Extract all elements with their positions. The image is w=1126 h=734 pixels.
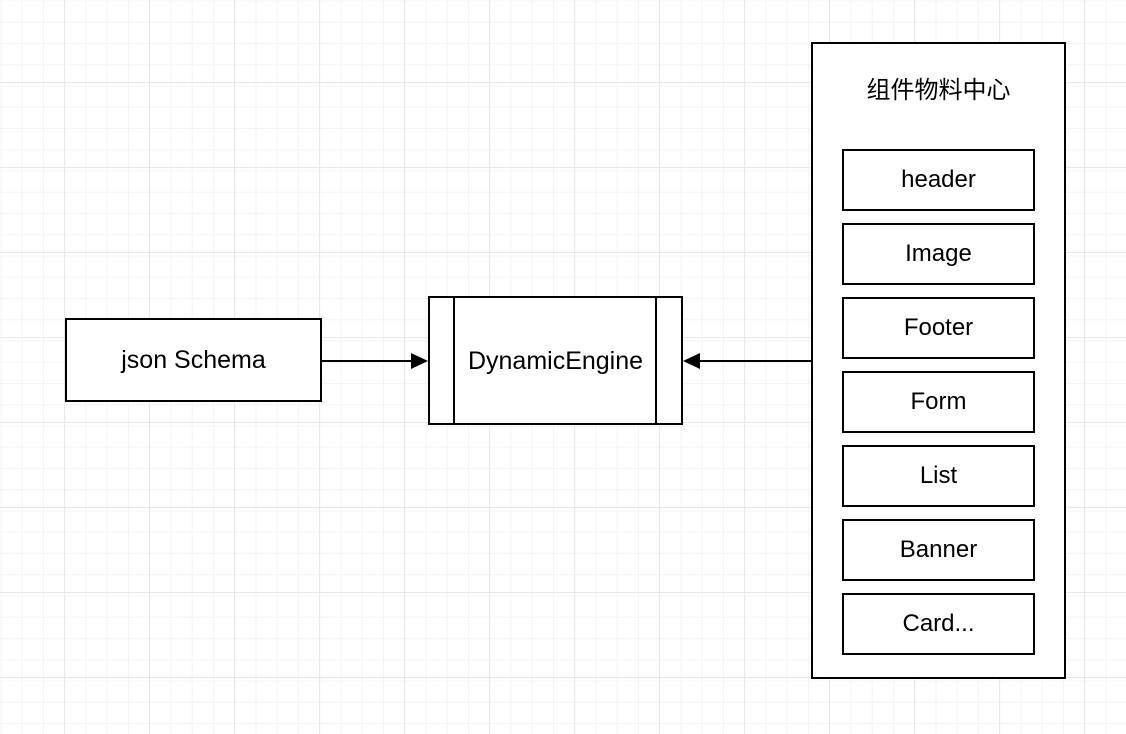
material-item-label: List [919, 461, 958, 489]
material-item-label: Image [905, 239, 972, 267]
node-json-schema[interactable]: json Schema [65, 318, 322, 402]
material-item-label: Form [910, 387, 967, 415]
materials-center-title: 组件物料中心 [866, 77, 1011, 104]
dynamic-engine-label: DynamicEngine [467, 346, 644, 375]
material-item-label: Card... [902, 609, 975, 637]
material-item-form[interactable]: Form [842, 371, 1035, 433]
material-item-header[interactable]: header [842, 149, 1035, 211]
material-item-footer[interactable]: Footer [842, 297, 1035, 359]
node-materials-center[interactable]: 组件物料中心 header Image Footer Form List Ban… [811, 42, 1066, 679]
material-item-banner[interactable]: Banner [842, 519, 1035, 581]
arrowhead-right-icon [411, 353, 428, 369]
engine-left-bar [453, 298, 455, 423]
node-dynamic-engine[interactable]: DynamicEngine [428, 296, 683, 425]
engine-right-bar [655, 298, 657, 423]
material-item-list[interactable]: List [842, 445, 1035, 507]
arrowhead-left-icon [683, 353, 700, 369]
material-item-label: Banner [899, 535, 978, 563]
material-item-label: header [901, 165, 976, 193]
materials-item-list: header Image Footer Form List Banner Car… [842, 149, 1035, 655]
json-schema-label: json Schema [121, 346, 266, 374]
arrow-schema-to-engine-connector [322, 353, 428, 369]
material-item-card[interactable]: Card... [842, 593, 1035, 655]
material-item-image[interactable]: Image [842, 223, 1035, 285]
material-item-label: Footer [903, 313, 974, 341]
arrow-materials-to-engine-connector [683, 353, 811, 369]
